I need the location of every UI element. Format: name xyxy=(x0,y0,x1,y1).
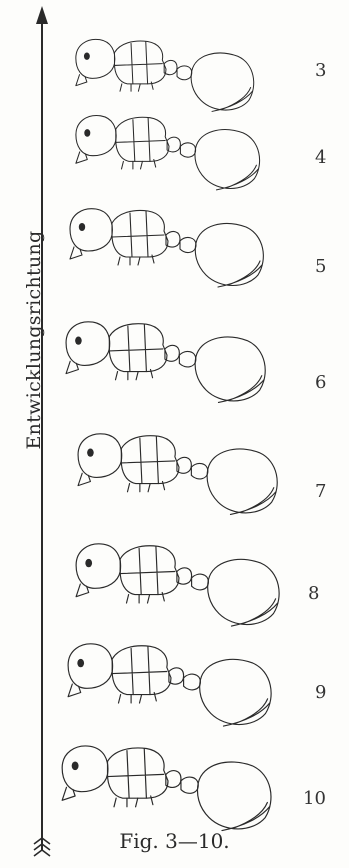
ant-specimen-9 xyxy=(68,644,271,726)
specimen-number: 7 xyxy=(315,481,349,502)
specimen-number: 5 xyxy=(315,256,349,277)
arrowhead-icon xyxy=(36,6,48,24)
specimen-number: 6 xyxy=(315,372,349,393)
ant-specimen-5 xyxy=(70,209,263,287)
specimen-number: 10 xyxy=(303,788,339,809)
figure-caption: Fig. 3—10. xyxy=(0,829,349,853)
ant-specimen-3 xyxy=(76,39,254,111)
specimen-number: 8 xyxy=(308,583,344,604)
ant-specimen-8 xyxy=(76,544,279,626)
specimen-number: 3 xyxy=(315,60,349,81)
ant-specimen-6 xyxy=(66,322,265,403)
specimen-number: 9 xyxy=(315,682,349,703)
specimen-number: 4 xyxy=(315,147,349,168)
axis-label: Entwicklungsrichtung xyxy=(23,230,45,449)
ant-drawings xyxy=(62,39,279,830)
ant-specimen-7 xyxy=(78,434,277,515)
ant-specimen-10 xyxy=(62,746,271,831)
ant-specimen-4 xyxy=(76,116,260,190)
